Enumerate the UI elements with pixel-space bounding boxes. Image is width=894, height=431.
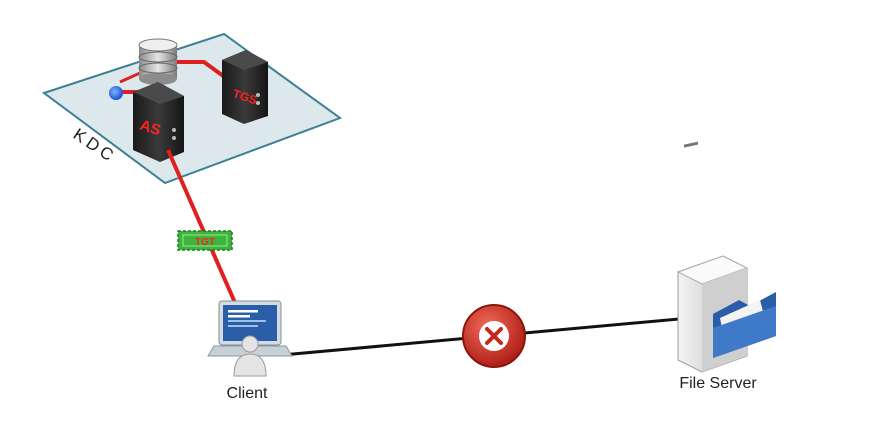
kdc-client-link (166, 149, 238, 306)
ticket-icon (177, 230, 233, 251)
blocked-x-icon (462, 304, 526, 368)
kdc-link-as-tgs (119, 71, 141, 84)
as-server-icon: AS (133, 82, 184, 162)
folder-icon (713, 292, 776, 358)
kdc-group: TGS AS KDC (41, 32, 343, 185)
user-avatar-icon (233, 335, 267, 377)
tgt-ticket: TGT (177, 230, 233, 251)
client-label: Client (227, 385, 268, 402)
kdc-platform (41, 32, 343, 185)
file-server-icon[interactable] (676, 141, 776, 373)
ticket-label: TGT (195, 237, 215, 248)
client-laptop-icon[interactable] (207, 300, 293, 377)
tgs-server-icon: TGS (222, 50, 268, 124)
file-server-label: File Server (679, 375, 757, 392)
database-icon (138, 38, 178, 85)
kdc-endpoint-dot (109, 86, 123, 100)
kdc-link-db-tgs (172, 60, 228, 80)
as-label: AS (138, 117, 163, 140)
